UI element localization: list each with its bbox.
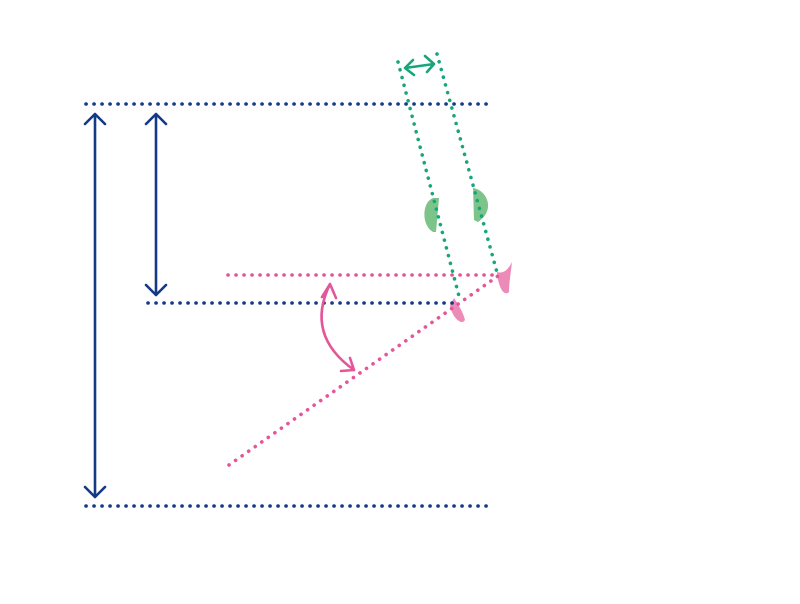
left-pink-tip (450, 298, 465, 323)
right-slanted-guide-line (435, 52, 500, 278)
inclined-angle-line (227, 274, 500, 467)
angle-arc-arrow (320, 282, 356, 373)
right-pink-tip (497, 262, 512, 294)
left-slanted-guide-line (396, 60, 462, 302)
width-dimension-arrow (403, 54, 436, 77)
left-green-blob (424, 198, 439, 232)
right-green-blob (473, 188, 489, 222)
full-height-dimension-arrow (83, 112, 107, 499)
partial-height-dimension-arrow (144, 112, 168, 297)
